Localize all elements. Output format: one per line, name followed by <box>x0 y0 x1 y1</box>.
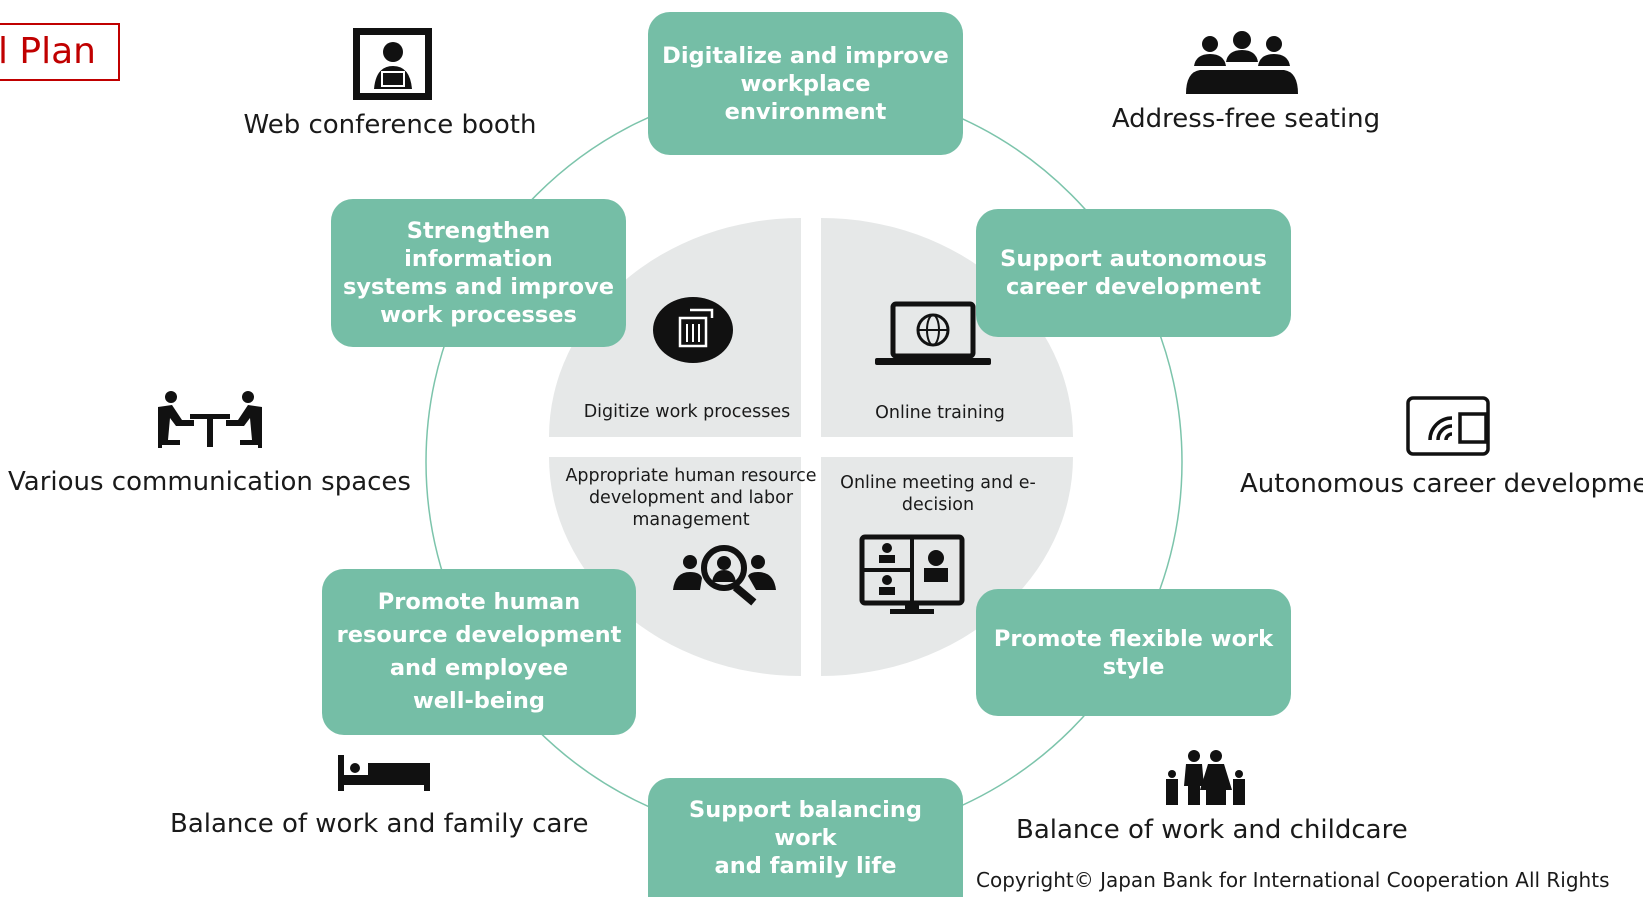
video-conference-icon <box>859 534 965 614</box>
pie-quadrant-bottom-left <box>549 457 801 676</box>
box-line: systems and improve <box>342 274 615 300</box>
label-family-care: Balance of work and family care <box>170 809 589 839</box>
box-line: Promote human <box>377 589 581 615</box>
search-people-icon <box>673 545 776 606</box>
box-line: workplace environment <box>724 70 887 125</box>
label-childcare: Balance of work and childcare <box>1016 815 1408 845</box>
center-label-digitize: Digitize work processes <box>583 402 791 422</box>
label-address-free-seating: Address-free seating <box>1111 104 1381 134</box>
label-autonomous-career: Autonomous career development <box>1240 469 1643 499</box>
box-line: Digitalize and improve <box>662 42 949 69</box>
box-line: work processes <box>380 302 577 328</box>
page-title-fragment: l Plan <box>0 23 120 81</box>
center-pie <box>549 218 1073 676</box>
box-human-resource: Promote human resource development and emp… <box>322 569 636 735</box>
center-line: Online meeting and e- <box>840 473 1036 493</box>
box-line: resource development <box>336 622 622 648</box>
box-line: Promote flexible work <box>993 625 1274 652</box>
family-icon <box>1166 750 1245 805</box>
tablet-wifi-icon <box>1406 396 1490 456</box>
box-line: style <box>1102 653 1165 680</box>
center-line: development and labor <box>588 488 794 508</box>
center-label-online-meeting: Online meeting and e- decision <box>829 472 1047 516</box>
center-line: Appropriate human resource <box>565 466 817 486</box>
center-line: decision <box>901 495 975 515</box>
meeting-table-icon <box>158 391 262 448</box>
building-icon <box>653 297 733 363</box>
box-line: and employee <box>389 655 569 681</box>
pie-quadrant-bottom-right <box>821 457 1073 676</box>
center-label-online-training: Online training <box>875 403 1005 423</box>
box-line: Support balancing work <box>689 796 922 851</box>
box-line: Support autonomous <box>1000 246 1267 272</box>
label-web-conference-booth: Web conference booth <box>243 110 537 140</box>
people-group-icon <box>1186 31 1298 94</box>
copyright-text: Copyright© Japan Bank for International … <box>976 868 1610 892</box>
box-line: and family life <box>714 852 897 879</box>
bed-icon <box>338 755 430 791</box>
box-line: career development <box>1005 274 1262 300</box>
label-communication-spaces: Various communication spaces <box>8 467 411 497</box>
center-label-human-resource: Appropriate human resource development a… <box>560 465 822 531</box>
center-line: management <box>632 510 750 530</box>
laptop-globe-icon <box>875 301 991 365</box>
laptop-person-icon <box>353 28 432 100</box>
box-line: well-being <box>412 688 545 714</box>
box-line: Strengthen information <box>404 218 553 272</box>
